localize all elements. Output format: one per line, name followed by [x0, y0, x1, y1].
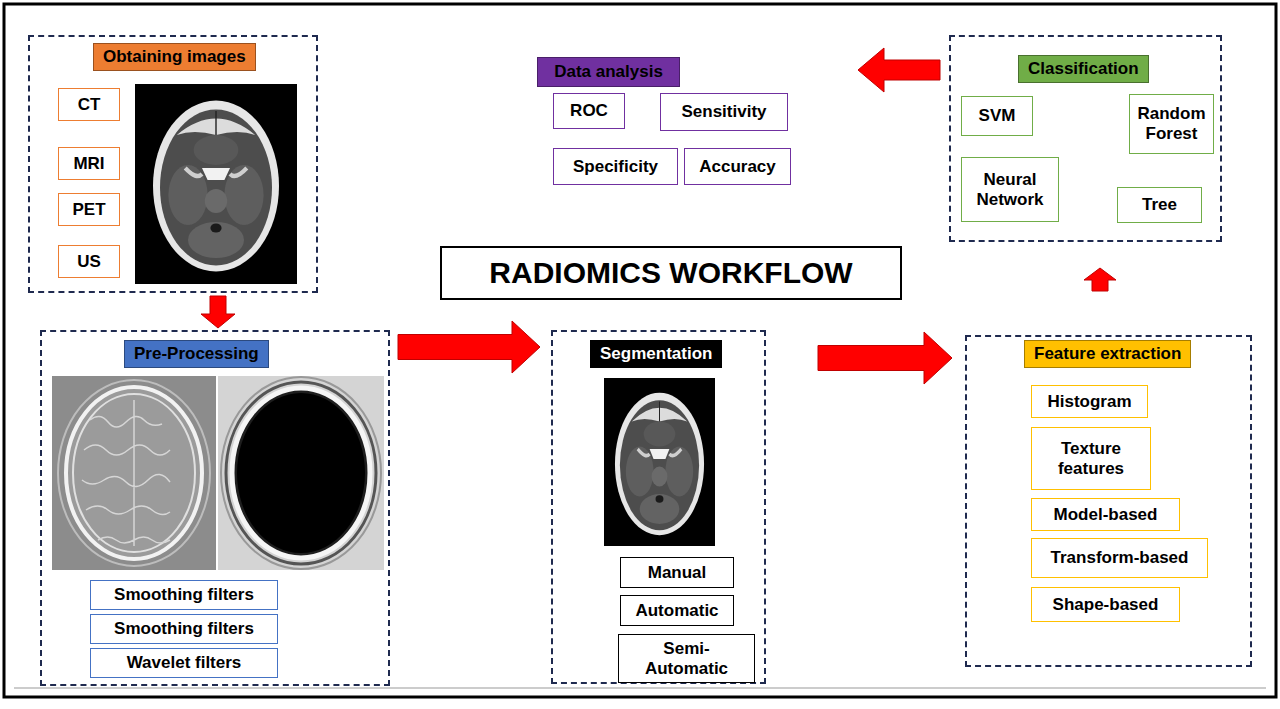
skull-mask	[232, 388, 370, 558]
brain-ct	[615, 393, 704, 536]
heading-text: Classification	[1018, 55, 1149, 83]
gyri-texture	[82, 400, 170, 546]
item-text: Accuracy	[699, 157, 776, 177]
flow-arrow	[398, 321, 540, 373]
outer-frame	[4, 4, 1276, 697]
method-box: Histogram	[1031, 385, 1148, 418]
stage-panel: SegmentationManualAutomaticSemi-Automati…	[551, 330, 766, 684]
heading-text: Feature extraction	[1024, 340, 1191, 368]
title-text: RADIOMICS WORKFLOW	[489, 256, 852, 291]
heading-text: Pre-Processing	[124, 340, 269, 368]
flow-arrow	[818, 332, 952, 384]
method-box: Manual	[620, 557, 734, 588]
stage-panel: Obtaining imagesCT MRI PET US	[28, 35, 318, 293]
item-text: Texture features	[1038, 439, 1144, 478]
method-box: ROC	[553, 93, 625, 129]
method-box: Shape-based	[1031, 587, 1180, 622]
head-outline	[58, 380, 210, 566]
method-box: Smoothing filters	[90, 614, 278, 644]
method-box: Smoothing filters	[90, 580, 278, 610]
skull-edge	[66, 387, 202, 559]
item-text: PET	[72, 200, 105, 220]
method-box: Texture features	[1031, 427, 1151, 490]
bottom-rule	[14, 687, 1266, 689]
item-text: Smoothing filters	[114, 585, 254, 605]
method-box: Automatic	[620, 595, 734, 626]
stage-panel: Pre-ProcessingSmoothing filtersSmoothing…	[40, 330, 390, 686]
method-box: Tree	[1117, 187, 1202, 223]
stage-panel: ClassificationSVM Random ForestNeural Net…	[949, 35, 1222, 242]
item-text: Sensitivity	[681, 102, 766, 122]
item-text: Wavelet filters	[127, 653, 242, 673]
method-box: PET	[58, 193, 120, 226]
method-box: Transform-based	[1031, 538, 1208, 578]
method-box: CT	[58, 88, 120, 121]
method-box: Specificity	[553, 148, 678, 185]
item-text: Automatic	[635, 601, 718, 621]
flow-arrow	[858, 48, 940, 92]
item-text: Neural Network	[968, 170, 1052, 209]
item-text: SVM	[979, 106, 1016, 126]
section-heading: Data analysis	[537, 57, 680, 87]
method-box: Model-based	[1031, 498, 1180, 531]
ct-image	[135, 84, 297, 284]
item-text: Smoothing filters	[114, 619, 254, 639]
item-text: Data analysis	[554, 62, 663, 82]
item-text: Specificity	[573, 157, 658, 177]
heading-text: Obtaining images	[93, 43, 256, 71]
brain-edge	[73, 394, 195, 552]
masked-image	[218, 376, 384, 570]
method-box: Accuracy	[684, 148, 791, 185]
item-text: Histogram	[1047, 392, 1131, 412]
method-box: SVM	[961, 96, 1033, 136]
method-box: Random Forest	[1129, 94, 1214, 154]
flow-arrow	[201, 296, 235, 328]
heading-text: Segmentation	[590, 340, 722, 368]
method-box: Sensitivity	[660, 93, 788, 131]
item-text: US	[77, 252, 101, 272]
brain-ct	[153, 101, 279, 272]
head-outline	[226, 382, 376, 564]
flow-arrow	[1084, 268, 1116, 291]
item-text: Manual	[648, 563, 707, 583]
method-box: Semi-Automatic	[618, 634, 755, 683]
item-text: Transform-based	[1051, 548, 1189, 568]
brain-mask	[237, 393, 365, 553]
item-text: Tree	[1142, 195, 1177, 215]
item-text: Semi-Automatic	[625, 639, 748, 678]
item-text: CT	[78, 95, 101, 115]
head-outline	[221, 377, 381, 569]
item-text: Shape-based	[1053, 595, 1159, 615]
item-text: Random Forest	[1136, 104, 1207, 143]
item-text: MRI	[73, 154, 104, 174]
method-box: Neural Network	[961, 157, 1059, 222]
item-text: Model-based	[1054, 505, 1158, 525]
method-box: Wavelet filters	[90, 648, 278, 678]
method-box: MRI	[58, 147, 120, 180]
method-box: US	[58, 245, 120, 278]
filtered-image	[52, 376, 216, 570]
stage-panel: Feature extractionHistogramTexture featu…	[965, 335, 1252, 667]
item-text: ROC	[570, 101, 608, 121]
title-box: RADIOMICS WORKFLOW	[440, 246, 902, 300]
ct-image	[604, 378, 715, 546]
